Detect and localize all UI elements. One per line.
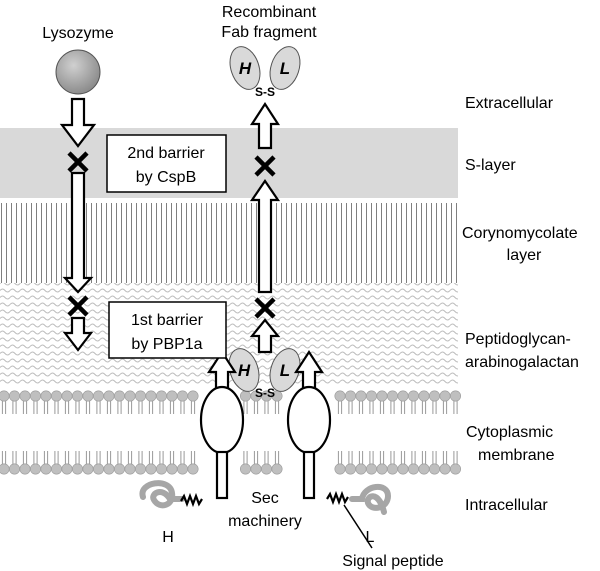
layer-label-s-layer: S-layer [465, 157, 516, 174]
sec-transporter-left [199, 349, 245, 500]
fab-fragment-top: H L S-S [229, 46, 301, 99]
l-chain-precursor [326, 484, 392, 515]
layer-label-intracellular: Intracellular [465, 497, 548, 514]
svg-text:by CspB: by CspB [136, 169, 196, 186]
svg-text:2nd barrier: 2nd barrier [127, 145, 205, 162]
lysozyme-arrow-upper [59, 97, 97, 148]
fab-arrow-top [249, 101, 281, 150]
layer-label-membrane: membrane [478, 447, 555, 464]
fab-arrow-small [249, 318, 281, 354]
fab-fragment-bottom: H L S-S [228, 348, 301, 400]
h-chain-label: H [162, 529, 174, 546]
layer-label-corynomycolate-2: layer [507, 247, 542, 264]
layer-label-extracellular: Extracellular [465, 95, 554, 112]
layer-label-arabinogalactan: arabinogalactan [465, 354, 579, 371]
fab-l-label: L [280, 361, 290, 380]
fab-title-line2: Fab fragment [221, 24, 317, 41]
sec-machinery-label-1: Sec [251, 490, 279, 507]
lysozyme-label: Lysozyme [42, 25, 114, 42]
signal-peptide-zigzag [326, 490, 349, 506]
layer-label-cytoplasmic: Cytoplasmic [466, 424, 553, 441]
first-barrier-box: 1st barrier by PBP1a [108, 301, 227, 359]
l-chain-label: L [366, 529, 375, 546]
lysozyme-ball [55, 49, 101, 95]
blocked-x-icon [67, 295, 89, 317]
fab-h-label: H [238, 361, 251, 380]
layer-label-corynomycolate: Corynomycolate [462, 225, 578, 242]
fab-h-label: H [239, 59, 252, 78]
second-barrier-box: 2nd barrier by CspB [106, 134, 227, 193]
blocked-x-icon [67, 151, 89, 173]
corynomycolate-layer-pattern [0, 203, 458, 283]
blocked-x-icon [254, 297, 276, 319]
lysozyme-arrow-lower [62, 316, 94, 352]
signal-peptide-zigzag [180, 492, 203, 508]
fab-l-label: L [280, 59, 290, 78]
blocked-x-icon [254, 155, 276, 177]
svg-text:by PBP1a: by PBP1a [131, 336, 202, 353]
h-chain-precursor [139, 480, 203, 509]
layer-label-peptidoglycan: Peptidoglycan- [465, 331, 571, 348]
s-layer-band [0, 128, 458, 198]
sec-machinery-label-2: machinery [228, 513, 302, 530]
lysozyme-arrow-long [62, 171, 94, 294]
disulfide-label: S-S [255, 85, 275, 99]
sec-transporter-right [286, 349, 332, 500]
fab-title-line1: Recombinant [222, 4, 317, 21]
signal-peptide-pointer [343, 504, 373, 549]
signal-peptide-label: Signal peptide [342, 553, 444, 570]
svg-text:1st barrier: 1st barrier [131, 312, 204, 329]
fab-arrow-long [249, 179, 281, 294]
disulfide-label: S-S [255, 386, 275, 400]
